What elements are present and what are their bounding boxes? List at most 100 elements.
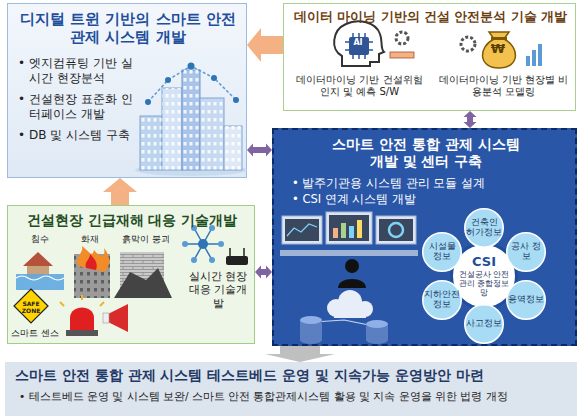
hazard-label: 흙막이 붕괴 (114, 234, 178, 245)
megaphone-icon-part (108, 304, 128, 332)
monitor-wall-part (389, 223, 403, 237)
network-links-part (188, 63, 195, 70)
city-buildings-part (224, 126, 242, 170)
circle-shape (465, 209, 504, 248)
network-icon-part (226, 256, 248, 265)
ai-head-icon-part (396, 32, 408, 44)
money-bag-icon-part (483, 32, 516, 68)
monitor-wall-part (379, 219, 413, 241)
monitor-wall (280, 212, 418, 256)
hazard-label: 화재 (70, 234, 110, 245)
city-buildings-part (182, 70, 200, 170)
city-buildings-part (224, 126, 242, 170)
feature-caption: 실시간 현장대응 기술개발 (184, 270, 252, 310)
text-slot: 화재 (70, 234, 110, 245)
bullet-item: • CSI 연계 시스템 개발 (292, 192, 492, 206)
label-slot: ₩ (489, 42, 507, 55)
operator-figure-part (345, 259, 359, 273)
circle-shape (423, 233, 462, 272)
network-links-part (145, 99, 151, 105)
network-icon-part (198, 239, 208, 249)
circle-shape (465, 305, 504, 344)
ai-head-icon-part (349, 37, 369, 55)
text-slot: SAFE ZONE (14, 300, 48, 315)
city-buildings-part (200, 98, 224, 170)
fire-icon-part (86, 254, 97, 270)
network-links-part (148, 66, 236, 102)
network-links-part (233, 97, 239, 103)
money-bag-icon-part (538, 44, 542, 66)
monitor-wall-part (285, 219, 319, 241)
collapse-icon-part (114, 268, 172, 298)
flood-icon (16, 252, 64, 290)
collapse-icon (114, 252, 172, 298)
text-slot: • DB 및 시스템 구축 (18, 128, 136, 143)
hub-subtitle: 건설공사 안전관리 종합정보망 (455, 270, 513, 298)
label-slot: AI (348, 39, 368, 47)
network-icon-part (230, 248, 244, 256)
siren-icon-part (60, 295, 104, 306)
bullet-item: • DB 및 시스템 구축 (18, 128, 136, 143)
money-bag-icon (461, 32, 542, 68)
icon-text: AI (348, 39, 368, 47)
bullet-item: • 테스트베드 운영 및 시스템 보완/ 스마트 안전 통합관제시스템 활용 및… (19, 390, 569, 403)
icon-caption: 데이터마이닝 기반 현장별 비용분석 모델링 (436, 74, 571, 98)
siren-icon (60, 295, 104, 336)
text-slot: 데이터 마이닝 기반의 건설 안전분석 기술 개발 (288, 9, 573, 24)
bullet-item: • 건설현장 표준화 인터페이스 개발 (18, 92, 136, 121)
city-buildings (135, 70, 247, 176)
monitor-wall-part (376, 216, 416, 244)
safety-sign-icon (14, 289, 48, 323)
siren-icon-part (70, 308, 94, 331)
fire-icon-part (77, 246, 109, 272)
operator-figure-part (338, 279, 366, 288)
operator-figure (338, 259, 366, 288)
money-bag-icon-part (491, 37, 507, 40)
sign-text: SAFE ZONE (14, 300, 48, 315)
ai-head-icon-part (390, 52, 414, 58)
circle-shape (423, 281, 462, 320)
megaphone-icon-part (103, 313, 109, 323)
circle-label: 공사 정보 (508, 242, 544, 262)
text-slot: 데이터마이닝 기반 현장별 비용분석 모델링 (436, 74, 571, 98)
money-bag-icon-part (532, 50, 536, 66)
network-links-part (165, 77, 171, 83)
bullet-item: • 발주기관용 시스템 관리 모듈 설계 (292, 176, 492, 190)
monitor-wall-part (329, 215, 369, 241)
city-buildings-part (162, 88, 182, 170)
text-slot: 침수 (20, 234, 60, 245)
circle-shape (507, 281, 546, 320)
exchange-arrow (247, 144, 272, 157)
monitor-wall-part (349, 226, 354, 238)
circle-label: 건축인 허가정보 (466, 218, 502, 238)
circle-label: 시설물 정보 (424, 242, 460, 262)
flood-icon-part (16, 274, 64, 290)
section-box: 디지털 트윈 기반의 스마트 안전 관제 시스템 개발 • 엣지컴퓨팅 기반 실시… (7, 3, 247, 178)
city-buildings-part (182, 70, 200, 170)
section-box: 건설현장 긴급재해 대응 기술개발침수화재흙막이 붕괴SAFE ZONE스마트 … (7, 205, 255, 344)
monitor-wall-part (280, 250, 418, 256)
text-slot: • CSI 연계 시스템 개발 (292, 192, 492, 206)
network-icon-part (185, 228, 221, 260)
section-title: 데이터 마이닝 기반의 건설 안전분석 기술 개발 (288, 9, 573, 24)
siren-icon-part (66, 330, 98, 336)
monitor-wall-part (341, 223, 346, 238)
ai-head-icon-part (345, 33, 373, 59)
monitor-wall-part (333, 228, 338, 238)
network-icon-part (218, 241, 224, 247)
text-slot: • 엣지컴퓨팅 기반 실시간 현장분석 (18, 56, 136, 85)
monitor-wall-part (326, 212, 372, 244)
city-buildings-part (140, 116, 162, 170)
device-label: 스마트 센스 (10, 328, 60, 339)
hazard-label: 침수 (20, 234, 60, 245)
cloud-database-part (366, 320, 388, 328)
section-title: 디지털 트윈 기반의 스마트 안전 관제 시스템 개발 (14, 10, 242, 47)
megaphone-icon (103, 304, 128, 332)
icon-symbol: ₩ (489, 42, 507, 55)
info-circle: 용역정보 (506, 280, 546, 320)
exchange-arrow (255, 266, 272, 279)
flow-arrow (247, 28, 283, 62)
cloud-database-part (300, 316, 322, 324)
city-buildings-part (200, 98, 224, 170)
circle-shape (507, 233, 546, 272)
